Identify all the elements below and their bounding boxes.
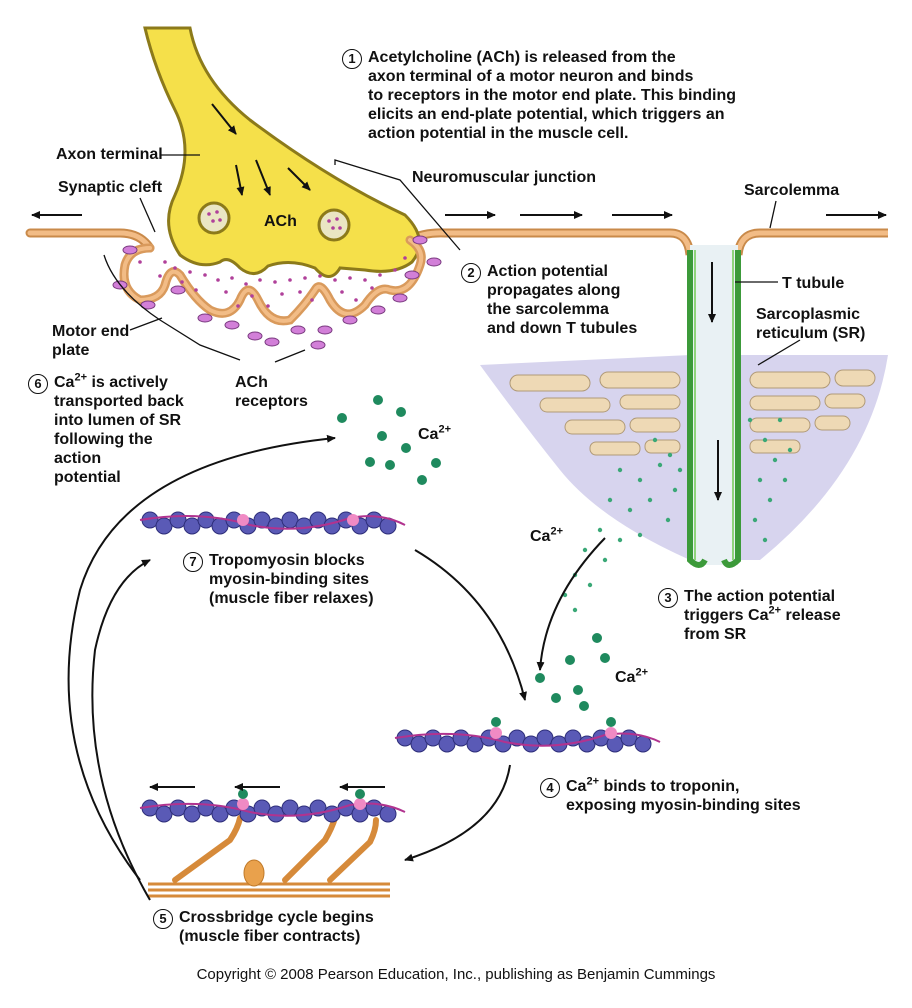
thin-filament-relaxed bbox=[139, 511, 406, 535]
step-5-text: Crossbridge cycle begins (muscle fiber c… bbox=[179, 909, 374, 945]
t-tubule-label: T tubule bbox=[782, 275, 845, 292]
ach-molecules bbox=[138, 256, 407, 308]
sarcoplasmic-reticulum bbox=[480, 355, 888, 560]
synaptic-cleft-label: Synaptic cleft bbox=[58, 179, 163, 196]
step-2-number: 2 bbox=[461, 263, 481, 283]
step-7: 7 Tropomyosin blocks myosin-binding site… bbox=[183, 551, 374, 608]
step-1: 1 Acetylcholine (ACh) is released from t… bbox=[342, 48, 736, 143]
step-3-text: The action potential triggers Ca2+ relea… bbox=[684, 588, 841, 643]
step-7-text: Tropomyosin blocks myosin-binding sites … bbox=[209, 552, 374, 607]
step-5-number: 5 bbox=[153, 909, 173, 929]
leader-lines bbox=[103, 154, 801, 366]
calcium-label-2: Ca2+ bbox=[530, 525, 563, 545]
step-1-number: 1 bbox=[342, 49, 362, 69]
calcium-label-3: Ca2+ bbox=[615, 666, 648, 686]
calcium-ions bbox=[337, 395, 610, 711]
step-2-text: Action potential propagates along the sa… bbox=[487, 263, 638, 337]
step-3-number: 3 bbox=[658, 588, 678, 608]
copyright-notice: Copyright © 2008 Pearson Education, Inc.… bbox=[196, 966, 716, 983]
step-5: 5 Crossbridge cycle begins (muscle fiber… bbox=[153, 908, 374, 946]
step-2: 2 Action potential propagates along the … bbox=[461, 262, 637, 338]
neuromuscular-junction-label: Neuromuscular junction bbox=[412, 169, 597, 186]
axon-arrows bbox=[211, 103, 311, 196]
step-6-text: Ca2+ is actively transported back into l… bbox=[54, 371, 184, 486]
thin-filament-ca-bound bbox=[394, 717, 661, 753]
motor-end-plate-inner bbox=[122, 238, 424, 323]
step-6: 6 Ca2+ is actively transported back into… bbox=[28, 371, 184, 487]
ach-receptors-label: ACh receptors bbox=[235, 374, 308, 410]
axon-terminal bbox=[143, 26, 421, 278]
step-1-text: Acetylcholine (ACh) is released from the… bbox=[368, 49, 737, 142]
step-4-number: 4 bbox=[540, 778, 560, 798]
t-tubule bbox=[687, 245, 741, 568]
propagation-arrows bbox=[31, 211, 887, 501]
calcium-release-dots bbox=[562, 417, 793, 613]
step-4-text: Ca2+ binds to troponin, exposing myosin-… bbox=[566, 775, 801, 814]
cycle-arrows bbox=[67, 434, 606, 901]
sarcolemma-membrane bbox=[25, 228, 888, 256]
sarcoplasmic-reticulum-label: Sarcoplasmic reticulum (SR) bbox=[756, 306, 866, 342]
step-6-number: 6 bbox=[28, 374, 48, 394]
motor-end-plate-label: Motor end plate bbox=[52, 323, 130, 359]
step-7-number: 7 bbox=[183, 552, 203, 572]
sarcolemma-label: Sarcolemma bbox=[744, 182, 840, 199]
step-3: 3 The action potential triggers Ca2+ rel… bbox=[658, 587, 841, 644]
axon-terminal-label: Axon terminal bbox=[56, 146, 163, 163]
calcium-label-1: Ca2+ bbox=[418, 423, 451, 443]
step-4: 4 Ca2+ binds to troponin, exposing myosi… bbox=[540, 775, 801, 815]
contracting-filaments bbox=[139, 783, 406, 898]
ach-label: ACh bbox=[264, 213, 297, 230]
